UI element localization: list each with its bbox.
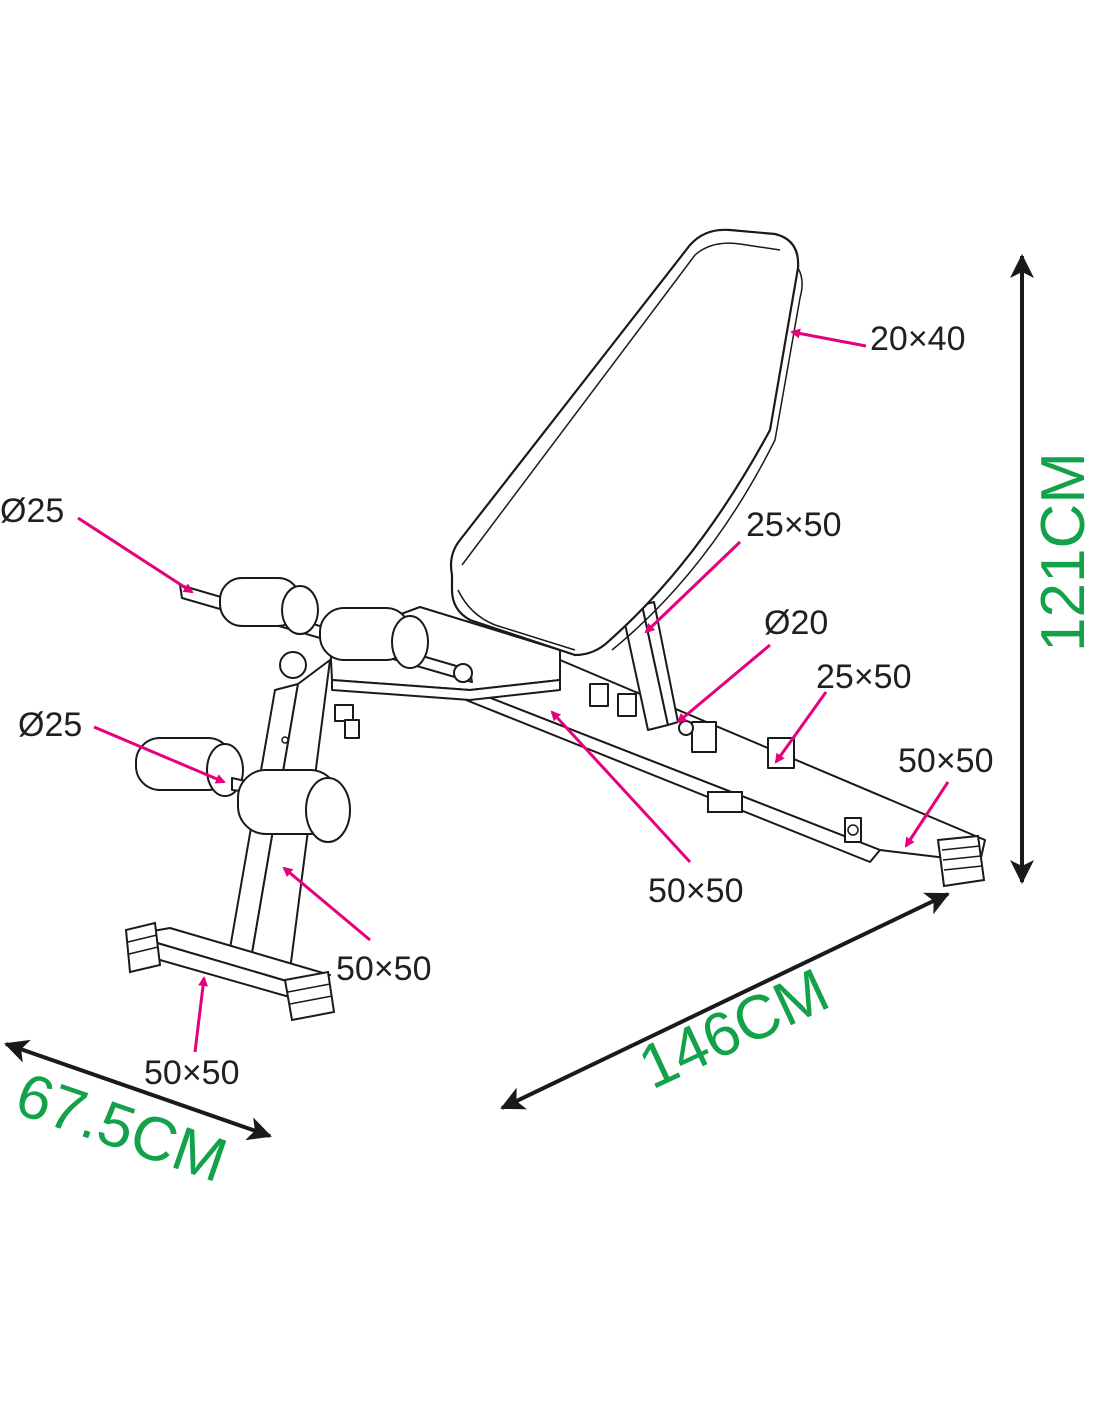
arrow-front-foot [193, 976, 208, 1053]
label-rear-foot: 50×50 [898, 742, 994, 780]
front-base [124, 921, 336, 1022]
length-dimension-arrow [500, 892, 950, 1110]
arrow-front-upright [282, 866, 371, 942]
height-dimension-label: 121CM [1029, 452, 1098, 652]
label-main-beam: 50×50 [648, 872, 744, 910]
label-roller-bar-top: Ø25 [0, 492, 64, 530]
label-backrest-support: 25×50 [746, 506, 842, 544]
label-adjust-pin: Ø20 [764, 604, 828, 642]
upper-roller-bar [179, 577, 473, 683]
label-roller-bar-bottom: Ø25 [18, 706, 82, 744]
arrow-seat-support [774, 691, 828, 764]
label-backrest-frame: 20×40 [870, 320, 966, 358]
rear-foot [707, 791, 986, 888]
arrow-backrest-support [644, 540, 742, 634]
bench-drawing [124, 228, 986, 1022]
width-dimension-arrow [4, 1039, 272, 1141]
label-front-upright: 50×50 [336, 950, 432, 988]
arrow-adjust-pin [676, 643, 771, 724]
arrow-backrest-frame [790, 328, 867, 348]
dimension-arrows [4, 254, 1034, 1141]
backrest-pad [449, 228, 803, 657]
arrow-main-beam [550, 710, 692, 864]
length-dimension-label: 146CM [629, 956, 839, 1103]
arrow-roller-bar-top [77, 516, 194, 594]
label-seat-support: 25×50 [816, 658, 912, 696]
label-front-foot: 50×50 [144, 1054, 240, 1092]
callout-arrows [77, 328, 950, 1053]
arrow-rear-foot [904, 781, 950, 848]
lower-roller-bar [135, 737, 351, 843]
arrow-roller-bar-bottom [93, 725, 226, 784]
